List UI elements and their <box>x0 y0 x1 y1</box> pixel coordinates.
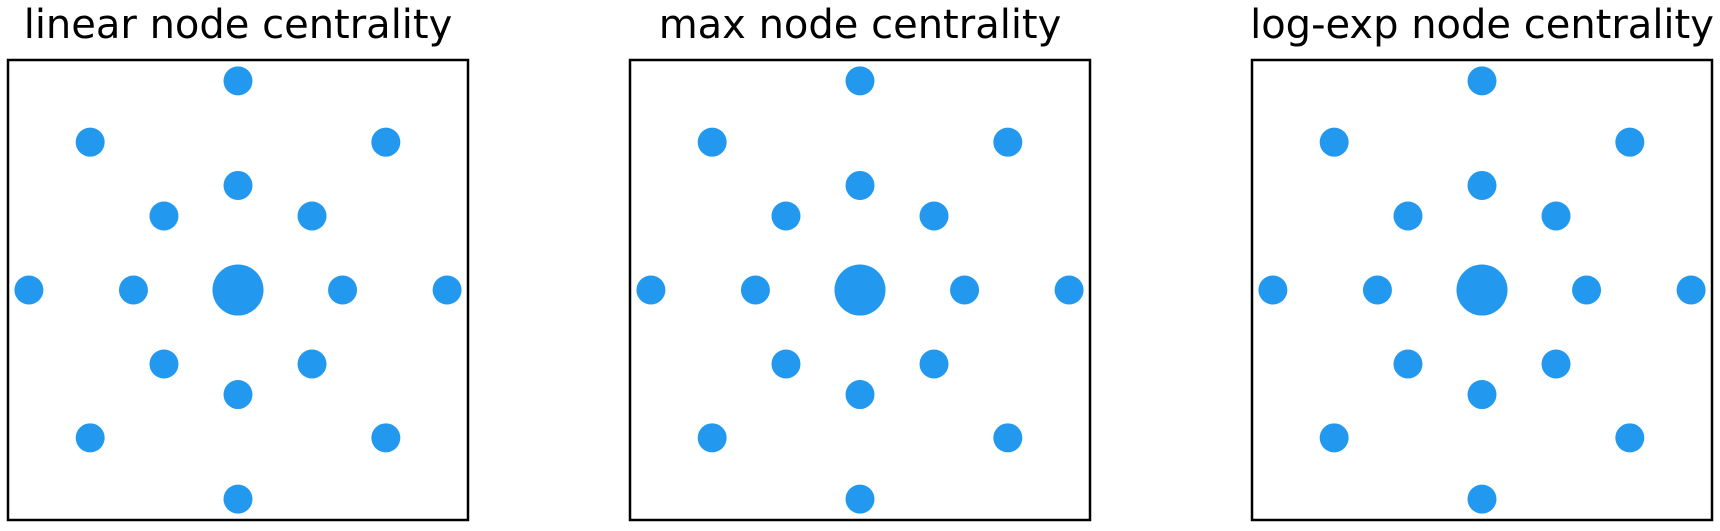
center-node <box>834 264 886 316</box>
panel-title: log-exp node centrality <box>1250 2 1714 48</box>
node-point <box>1362 275 1392 305</box>
panel-max: max node centrality <box>628 2 1092 522</box>
node-point <box>223 484 253 514</box>
node-point <box>993 423 1023 453</box>
node-point <box>297 201 327 231</box>
node-point <box>1541 349 1571 379</box>
node-point <box>697 423 727 453</box>
node-point <box>1467 380 1497 410</box>
node-point <box>1258 275 1288 305</box>
node-point <box>1615 127 1645 157</box>
node-point <box>1676 275 1706 305</box>
node-point <box>993 127 1023 157</box>
node-point <box>919 201 949 231</box>
node-point <box>636 275 666 305</box>
node-point <box>1393 349 1423 379</box>
node-point <box>740 275 770 305</box>
node-point <box>328 275 358 305</box>
node-point <box>1319 423 1349 453</box>
node-point <box>149 201 179 231</box>
node-point <box>1615 423 1645 453</box>
node-point <box>149 349 179 379</box>
node-point <box>118 275 148 305</box>
center-node <box>212 264 264 316</box>
node-point <box>1467 170 1497 200</box>
node-point <box>950 275 980 305</box>
node-point <box>223 380 253 410</box>
node-point <box>297 349 327 379</box>
panel-title: linear node centrality <box>24 2 453 48</box>
panel-linear: linear node centrality <box>6 2 470 522</box>
center-node <box>1456 264 1508 316</box>
panel-log-exp: log-exp node centrality <box>1250 2 1714 522</box>
node-point <box>432 275 462 305</box>
node-point <box>845 380 875 410</box>
node-point <box>223 170 253 200</box>
node-point <box>1467 66 1497 96</box>
node-point <box>1393 201 1423 231</box>
node-point <box>371 127 401 157</box>
node-point <box>845 484 875 514</box>
node-group <box>14 66 462 514</box>
node-point <box>919 349 949 379</box>
node-point <box>1541 201 1571 231</box>
node-group <box>1258 66 1706 514</box>
node-point <box>1319 127 1349 157</box>
panel-title: max node centrality <box>659 2 1062 48</box>
node-point <box>223 66 253 96</box>
node-point <box>371 423 401 453</box>
node-point <box>75 423 105 453</box>
node-point <box>1054 275 1084 305</box>
node-point <box>14 275 44 305</box>
node-point <box>845 66 875 96</box>
node-point <box>771 349 801 379</box>
node-point <box>845 170 875 200</box>
node-point <box>1467 484 1497 514</box>
node-point <box>75 127 105 157</box>
node-point <box>1572 275 1602 305</box>
node-group <box>636 66 1084 514</box>
node-point <box>697 127 727 157</box>
node-point <box>771 201 801 231</box>
